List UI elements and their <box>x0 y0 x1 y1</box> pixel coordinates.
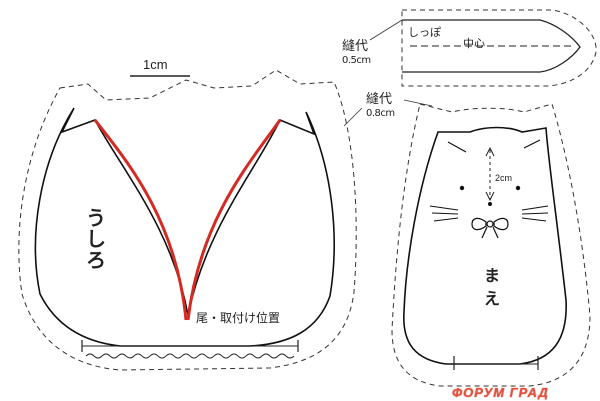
front-seam-allowance-outline <box>391 103 591 387</box>
seam-allowance-value: 0.5cm <box>342 55 371 66</box>
left-eye <box>459 185 465 191</box>
back-piece-label: うしろ <box>86 206 106 272</box>
tail-label: しっぽ <box>408 26 441 39</box>
right-eye <box>515 185 521 191</box>
tail-attachment-position-left <box>93 119 188 321</box>
back-piece <box>18 69 357 371</box>
front-piece-label: まえ <box>483 266 500 309</box>
tail-attachment-position-right <box>186 119 282 321</box>
front-piece <box>343 99 591 387</box>
right-whiskers-icon <box>521 205 549 222</box>
seam-allowance-label-tail: 縫代 0.5cm <box>342 40 371 66</box>
seam-allowance-label-body: 縫代 0.8cm <box>366 93 395 119</box>
opening-wavy-line <box>85 353 295 359</box>
tail-piece <box>369 9 597 87</box>
bow-tie-icon <box>471 217 509 239</box>
back-leader-line <box>343 107 363 127</box>
front-leader-line <box>403 99 433 107</box>
seam-allowance-title: 縫代 <box>366 92 393 107</box>
center-label: 中心 <box>463 37 485 50</box>
dimension-label: 2cm <box>495 173 513 183</box>
back-seam-allowance-outline <box>18 69 357 371</box>
dimension-arrow-top <box>485 146 495 157</box>
tail-cut-line <box>402 19 581 73</box>
left-whiskers-icon <box>429 205 459 222</box>
tail-position-label: 尾・取付け位置 <box>196 311 281 325</box>
left-ear-inner <box>447 141 467 153</box>
scale-label: 1cm <box>143 57 168 72</box>
front-cut-line <box>403 126 567 365</box>
seam-allowance-title: 縫代 <box>342 39 369 54</box>
tail-leader-line <box>369 19 403 41</box>
right-ear-inner <box>523 139 541 149</box>
nose-dot <box>488 202 492 206</box>
tail-seam-allowance-outline <box>401 9 597 87</box>
dimension-arrow-bottom <box>485 191 495 202</box>
seam-allowance-value: 0.8cm <box>366 108 395 119</box>
watermark-logo: ФОРУМ ГРАД <box>452 385 549 400</box>
